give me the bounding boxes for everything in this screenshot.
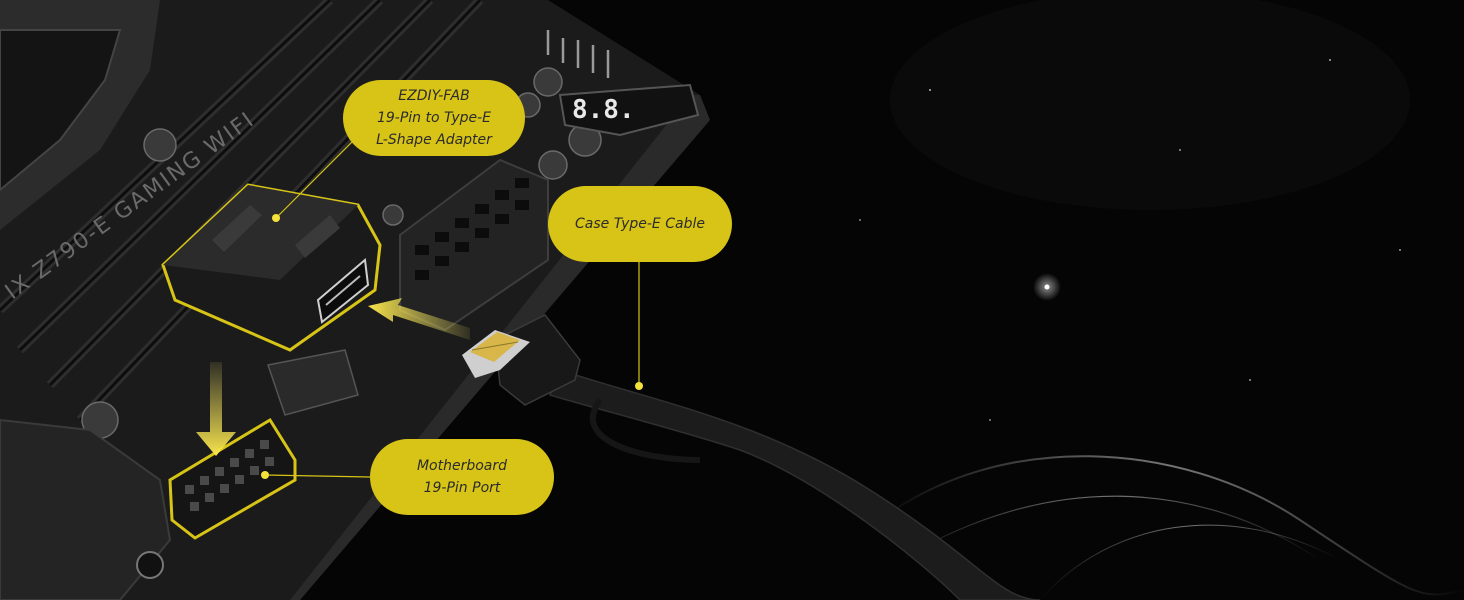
l-shape-adapter bbox=[161, 183, 382, 352]
leader-dots bbox=[261, 214, 643, 479]
arrow-left-icon bbox=[368, 298, 470, 340]
cable-callout: Case Type-E Cable bbox=[548, 186, 732, 262]
port-callout-line-1: Motherboard bbox=[416, 458, 508, 474]
arrow-down-icon bbox=[196, 362, 236, 456]
debug-display-text: 8.8. bbox=[572, 95, 635, 125]
port-callout-line-2: 19-Pin Port bbox=[423, 480, 501, 496]
adapter-callout-line-2: 19-Pin to Type-E bbox=[376, 110, 492, 126]
motherboard-19-pin-port bbox=[168, 417, 297, 540]
adapter-callout-line-1: EZDIY-FAB bbox=[398, 88, 470, 104]
leader-lines bbox=[264, 141, 640, 478]
port-callout: Motherboard 19-Pin Port bbox=[370, 439, 554, 515]
type-e-cable bbox=[462, 314, 1041, 600]
star-field bbox=[859, 59, 1401, 421]
adapter-callout-line-3: L-Shape Adapter bbox=[376, 132, 492, 148]
light-swirl bbox=[879, 455, 1464, 600]
adapter-callout: EZDIY-FAB 19-Pin to Type-E L-Shape Adapt… bbox=[343, 80, 525, 156]
cable-callout-line-1: Case Type-E Cable bbox=[575, 216, 705, 232]
